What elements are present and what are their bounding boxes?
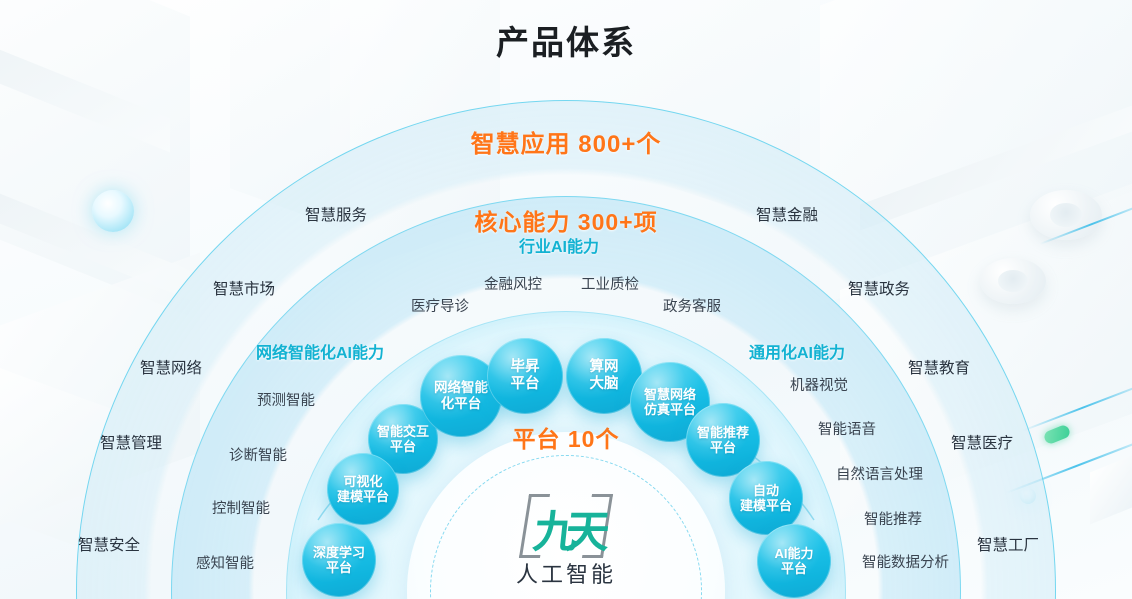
bubble-line-1: 算网 — [589, 358, 619, 375]
background-ring — [980, 258, 1046, 304]
general-ai-item-data-analysis: 智能数据分析 — [862, 555, 949, 571]
network-ai-item-perception: 感知智能 — [196, 556, 254, 572]
bubble-line-2: 平台 — [389, 439, 416, 454]
bubble-line-2: 大脑 — [589, 376, 619, 392]
general-ai-item-recommendation: 智能推荐 — [864, 512, 922, 528]
outer-ring-item-smart-medical: 智慧医疗 — [951, 435, 1014, 452]
general-ai-item-speech: 智能语音 — [818, 422, 876, 438]
platform-bubble-visual-modeling[interactable]: 可视化 建模平台 — [327, 453, 399, 525]
bubble-line-1: 智能推荐 — [696, 424, 749, 440]
bubble-line-1: 可视化 — [343, 473, 383, 489]
bubble-line-1: 深度学习 — [312, 544, 365, 560]
outer-ring-item-smart-management: 智慧管理 — [100, 435, 163, 452]
jiutian-logo-icon: 九天 — [514, 492, 618, 558]
platform-bubble-auto-modeling[interactable]: 自动 建模平台 — [729, 461, 803, 535]
industry-ai-item-gov-service: 政务客服 — [663, 299, 721, 315]
bubble-line-2: 平台 — [510, 376, 540, 392]
outer-ring-item-smart-network: 智慧网络 — [140, 360, 203, 377]
outer-ring-item-smart-government: 智慧政务 — [848, 281, 911, 298]
platform-bubble-smart-recommendation[interactable]: 智能推荐 平台 — [686, 403, 760, 477]
platform-bubble-ai-capability[interactable]: AI能力 平台 — [757, 524, 831, 598]
bubble-line-2: 平台 — [780, 561, 807, 576]
ring-title-applications: 智慧应用 800+个 — [470, 131, 662, 158]
group-label-industry-ai: 行业AI能力 — [519, 239, 600, 256]
outer-ring-item-smart-factory: 智慧工厂 — [977, 537, 1040, 554]
outer-ring-item-smart-security: 智慧安全 — [78, 537, 141, 554]
outer-ring-item-smart-service: 智慧服务 — [305, 207, 368, 224]
platform-bubble-computing-brain[interactable]: 算网 大脑 — [566, 338, 642, 414]
bubble-line-1: 智能交互 — [376, 423, 429, 439]
platform-bubble-deep-learning[interactable]: 深度学习 平台 — [302, 523, 376, 597]
platform-bubble-network-intelligence[interactable]: 网络智能 化平台 — [420, 355, 502, 437]
glow-sphere — [92, 190, 134, 232]
outer-ring-item-smart-finance: 智慧金融 — [756, 207, 819, 224]
general-ai-item-machine-vision: 机器视觉 — [790, 378, 848, 394]
group-label-general-ai: 通用化AI能力 — [749, 345, 846, 362]
industry-ai-item-medical-triage: 医疗导诊 — [411, 299, 469, 315]
bubble-line-2: 平台 — [325, 560, 352, 575]
bubble-line-1: AI能力 — [774, 545, 814, 561]
bubble-line-1: 网络智能 — [434, 380, 488, 396]
page-title: 产品体系 — [496, 24, 636, 61]
bubble-line-2: 建模平台 — [336, 489, 389, 504]
network-ai-item-diagnostic: 诊断智能 — [229, 448, 287, 464]
bubble-line-1: 自动 — [752, 482, 779, 498]
center-caption: 人工智能 — [515, 562, 616, 587]
general-ai-item-nlp: 自然语言处理 — [836, 467, 923, 483]
outer-ring-item-smart-education: 智慧教育 — [908, 360, 971, 377]
ring-title-platforms: 平台 10个 — [512, 426, 620, 452]
group-label-network-ai: 网络智能化AI能力 — [256, 345, 385, 362]
network-ai-item-control: 控制智能 — [212, 501, 270, 517]
bubble-line-1: 智慧网络 — [643, 386, 696, 402]
platform-bubble-bisheng[interactable]: 毕昇 平台 — [487, 338, 563, 414]
network-ai-item-predictive: 预测智能 — [257, 393, 315, 409]
logo-glyph: 九天 — [530, 507, 601, 558]
bubble-line-2: 平台 — [709, 440, 736, 455]
bubble-line-2: 化平台 — [440, 396, 482, 411]
industry-ai-item-industrial-qc: 工业质检 — [581, 277, 639, 293]
ring-title-core-capabilities: 核心能力 300+项 — [474, 209, 658, 235]
bubble-line-2: 建模平台 — [739, 498, 792, 513]
outer-ring-item-smart-market: 智慧市场 — [213, 281, 276, 298]
bubble-line-1: 毕昇 — [510, 358, 540, 375]
industry-ai-item-financial-risk: 金融风控 — [484, 277, 542, 293]
center-logo: 九天 — [0, 492, 1132, 558]
bubble-line-2: 仿真平台 — [643, 402, 696, 417]
